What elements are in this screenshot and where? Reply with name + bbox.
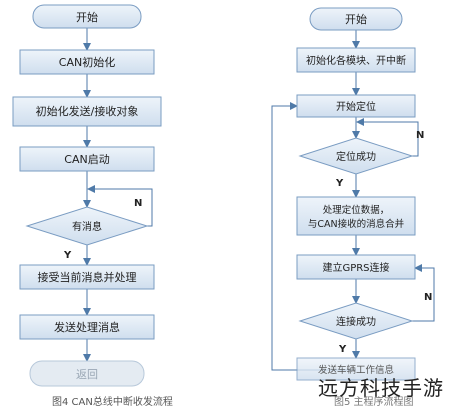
right-step-init-modules-label: 初始化各模块、开中断 — [306, 54, 406, 67]
right-yes1-label: Y — [335, 178, 344, 189]
right-flowchart: 开始 初始化各模块、开中断 开始定位 定位成功 N Y 处理定位数据， 与CAN… — [271, 7, 435, 408]
left-end-terminal — [29, 360, 145, 387]
right-step-init-modules — [296, 47, 416, 73]
left-step-init-objects-label: 初始化发送/接收对象 — [36, 104, 139, 118]
right-yes2-label: Y — [338, 344, 347, 355]
left-step-receive-process — [19, 264, 155, 290]
left-flowchart: 开始 CAN初始化 初始化发送/接收对象 CAN启动 有消息 N Y 接受当前消… — [12, 4, 173, 408]
left-step-can-init-label: CAN初始化 — [59, 55, 115, 69]
right-decision2-label: 连接成功 — [336, 315, 376, 328]
watermark-text: 远方科技手游 — [318, 376, 444, 400]
right-step-send-vehicle-info-label: 发送车辆工作信息 — [318, 364, 394, 376]
left-start-terminal — [32, 4, 142, 29]
right-start-terminal — [309, 7, 403, 31]
left-step-init-objects — [12, 96, 162, 127]
right-step-send-vehicle-info — [296, 357, 416, 381]
left-step-send-processed-label: 发送处理消息 — [54, 320, 120, 334]
left-start-label: 开始 — [76, 10, 98, 24]
right-step-start-positioning — [296, 94, 416, 118]
right-caption: 图5 主程序流程图 — [334, 395, 414, 408]
left-no-label: N — [134, 198, 142, 209]
right-step-process-data — [296, 196, 416, 236]
right-step-gprs-connect — [296, 254, 416, 280]
right-decision1-label: 定位成功 — [336, 150, 376, 163]
right-no1-label: N — [416, 130, 424, 141]
left-decision-has-message — [25, 206, 149, 246]
right-decision-connect-success — [298, 302, 414, 340]
right-decision-position-success — [298, 137, 414, 175]
right-step-start-positioning-label: 开始定位 — [336, 100, 376, 113]
right-step-process-data-line1: 处理定位数据， — [323, 204, 390, 216]
left-step-can-init — [19, 49, 155, 75]
left-step-can-start-label: CAN启动 — [64, 153, 109, 166]
right-no2-label: N — [424, 292, 432, 303]
left-end-label: 返回 — [76, 368, 98, 381]
left-decision-label: 有消息 — [72, 220, 102, 233]
right-step-gprs-connect-label: 建立GPRS连接 — [322, 261, 389, 274]
right-step-process-data-line2: 与CAN接收的消息合并 — [308, 218, 405, 230]
right-start-label: 开始 — [345, 12, 367, 26]
left-step-can-start — [19, 146, 155, 172]
left-step-send-processed — [19, 314, 155, 340]
left-yes-label: Y — [63, 250, 72, 261]
left-step-receive-process-label: 接受当前消息并处理 — [38, 270, 137, 284]
left-caption: 图4 CAN总线中断收发流程 — [52, 395, 173, 408]
